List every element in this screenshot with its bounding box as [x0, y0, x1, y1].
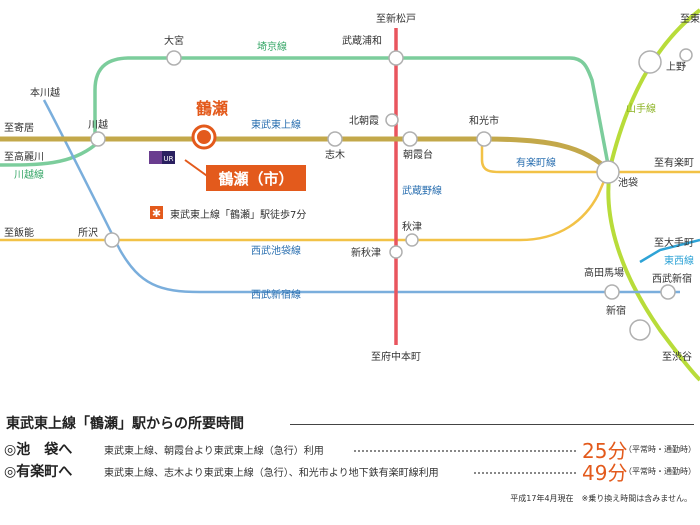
seibu-shinjuku-line	[42, 99, 680, 294]
station-kawagoe	[90, 131, 106, 147]
tsuruse-city-label: 鶴瀬（市）	[218, 170, 293, 188]
route-description: 東武東上線、志木より東武東上線（急行）、和光市より地下鉄有楽町線利用	[104, 468, 439, 479]
saikyo-kawagoe-line	[0, 56, 612, 176]
label-asakadai: 朝霞台	[403, 148, 433, 161]
route-time: 25分	[582, 439, 628, 463]
label-to-yorii: 至寄居	[4, 121, 34, 134]
label-tozai-line: 東西線	[664, 254, 694, 267]
route-time-note: （平常時・通勤時）	[624, 467, 696, 476]
label-tokorozawa: 所沢	[78, 226, 98, 239]
station-musashi-urawa	[388, 50, 404, 66]
station-shinakitsu	[389, 245, 403, 259]
label-yamanote-line: 山手線	[626, 102, 656, 115]
walk-icon	[150, 206, 163, 219]
label-ikebukuro: 池袋	[618, 176, 638, 189]
label-omiya: 大宮	[164, 34, 184, 47]
label-to-higashi: 至東	[680, 12, 700, 25]
label-seibu-ikebukuro-line: 西武池袋線	[251, 244, 301, 257]
station-markers	[90, 48, 693, 341]
label-tobu-tojo-line: 東武東上線	[251, 118, 301, 131]
label-shinakitsu: 新秋津	[351, 246, 381, 259]
label-to-komagawa: 至高麗川	[4, 150, 44, 163]
tozai-line	[639, 238, 700, 264]
dotted-leader	[354, 450, 576, 452]
label-saikyo-line: 埼京線	[257, 40, 287, 53]
label-to-yurakucho: 至有楽町	[654, 156, 694, 169]
label-seibu-shinjuku-station: 西武新宿	[652, 272, 692, 285]
label-shinjuku: 新宿	[606, 304, 626, 317]
label-kawagoe: 川越	[88, 118, 108, 131]
label-to-shibuya: 至渋谷	[662, 350, 692, 363]
route-row-ikebukuro: ◎池 袋へ 東武東上線、朝霞台より東武東上線（急行）利用 25分 （平常時・通勤…	[4, 437, 696, 463]
seibu-ikebukuro-line	[0, 171, 610, 242]
label-walk-note: 東武東上線「鶴瀬」駅徒歩7分	[170, 208, 306, 221]
station-upper-right	[679, 48, 693, 62]
route-time: 49分	[582, 461, 628, 485]
label-ueno: 上野	[666, 61, 686, 73]
station-kitaasaka	[385, 113, 399, 127]
station-tokorozawa	[104, 232, 120, 248]
label-takadanobaba: 高田馬場	[584, 266, 624, 279]
label-to-hanno: 至飯能	[4, 226, 34, 239]
label-to-otemachi: 至大手町	[654, 236, 694, 249]
station-ueno	[638, 50, 662, 74]
label-musashino-line: 武蔵野線	[402, 184, 442, 197]
title-rule	[290, 424, 694, 425]
tobu-tojo-line	[0, 136, 612, 174]
label-to-fuchu-hommachi: 至府中本町	[371, 350, 421, 363]
ur-logo-text: UR	[164, 155, 174, 163]
label-seibu-shinjuku-line: 西武新宿線	[251, 288, 301, 301]
label-honkawagoe: 本川越	[30, 86, 60, 99]
label-musashi-urawa: 武蔵浦和	[342, 34, 382, 47]
label-tsuruse-title: 鶴瀬	[196, 99, 228, 118]
station-omiya	[166, 50, 182, 66]
station-wakoshi	[476, 131, 492, 147]
label-akitsu: 秋津	[402, 220, 422, 233]
ur-logo: UR	[149, 151, 175, 164]
label-kitaasaka: 北朝霞	[349, 115, 379, 127]
route-row-yurakucho: ◎有楽町へ 東武東上線、志木より東武東上線（急行）、和光市より地下鉄有楽町線利用…	[4, 459, 696, 485]
footnote: 平成17年4月現在 ※乗り換え時間は含みません。	[510, 494, 692, 503]
station-shiki	[327, 131, 343, 147]
tsuruse-station-dot	[197, 130, 211, 144]
travel-time-panel: 東武東上線「鶴瀬」駅からの所要時間 ◎池 袋へ 東武東上線、朝霞台より東武東上線…	[0, 405, 700, 525]
travel-time-title: 東武東上線「鶴瀬」駅からの所要時間	[6, 416, 244, 432]
walk-icon-figure: ✱	[152, 207, 161, 220]
station-takadanobaba	[604, 284, 620, 300]
route-destination: ◎池 袋へ	[4, 442, 73, 458]
station-seibu-shinjuku	[660, 284, 676, 300]
tsuruse-callout-line	[184, 159, 211, 179]
dotted-leader	[474, 472, 576, 474]
station-akitsu	[405, 233, 419, 247]
station-asakadai	[402, 131, 418, 147]
station-ikebukuro	[596, 160, 620, 184]
station-shinjuku	[629, 319, 651, 341]
route-time-note: （平常時・通勤時）	[624, 445, 696, 454]
tsuruse-city-box	[206, 165, 306, 191]
label-shiki: 志木	[325, 148, 345, 161]
route-description: 東武東上線、朝霞台より東武東上線（急行）利用	[104, 446, 324, 457]
label-to-shinmatsudo: 至新松戸	[376, 12, 416, 25]
label-wakoshi: 和光市	[469, 114, 499, 127]
route-map: 鶴瀬（市） UR ✱ 至新松戸 至東 大宮 武蔵浦和 上野 本川越 至寄居 川越…	[0, 8, 700, 382]
label-yurakucho-line: 有楽町線	[516, 156, 556, 169]
yurakucho-line	[480, 138, 700, 174]
label-kawagoe-line: 川越線	[14, 168, 44, 181]
route-destination: ◎有楽町へ	[4, 464, 73, 480]
